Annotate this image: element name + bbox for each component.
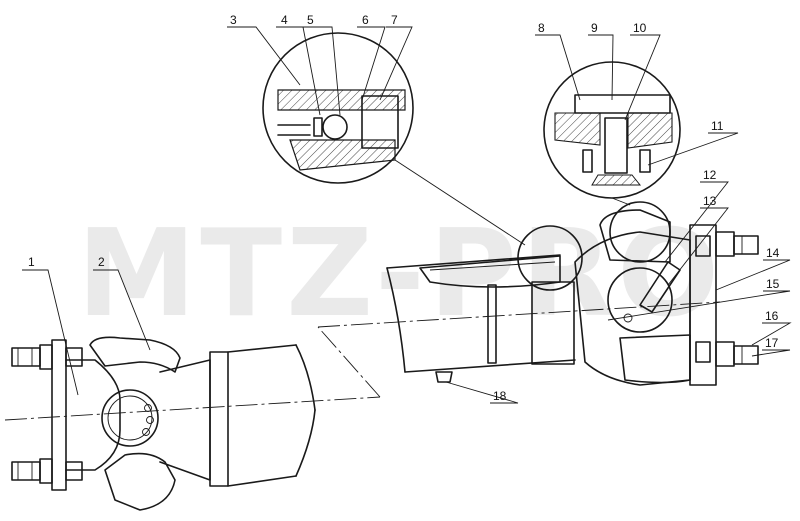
callout-3: 3 [230,13,237,27]
callout-8: 8 [538,21,545,35]
left-shaft-tube [227,344,316,487]
callout-16: 16 [765,309,779,323]
watermark: MTZ-PRO [77,205,723,344]
right-tube-and-slip-joint [386,254,576,383]
callout-10: 10 [633,21,647,35]
callout-12: 12 [703,168,717,182]
callout-9: 9 [591,21,598,35]
callout-18: 18 [493,389,507,403]
leader-lines [22,26,792,404]
left-flange-yoke [11,336,229,511]
callout-14: 14 [766,246,780,260]
callout-1: 1 [28,255,35,269]
callout-2: 2 [98,255,105,269]
callout-4: 4 [281,13,288,27]
callout-15: 15 [766,277,780,291]
shaft-axis-line [4,301,721,421]
callout-6: 6 [362,13,369,27]
detail-source-circle-right [609,201,671,263]
detail-view-bearing [543,61,681,199]
callout-labels: 3 4 5 6 7 8 9 10 11 12 13 14 15 16 17 18… [28,13,780,403]
callout-17: 17 [765,336,779,350]
callout-7: 7 [391,13,398,27]
callout-5: 5 [307,13,314,27]
callout-11: 11 [711,119,724,133]
detail-view-seal [262,32,414,184]
detail-source-circle-left [517,225,583,291]
callout-13: 13 [703,194,717,208]
